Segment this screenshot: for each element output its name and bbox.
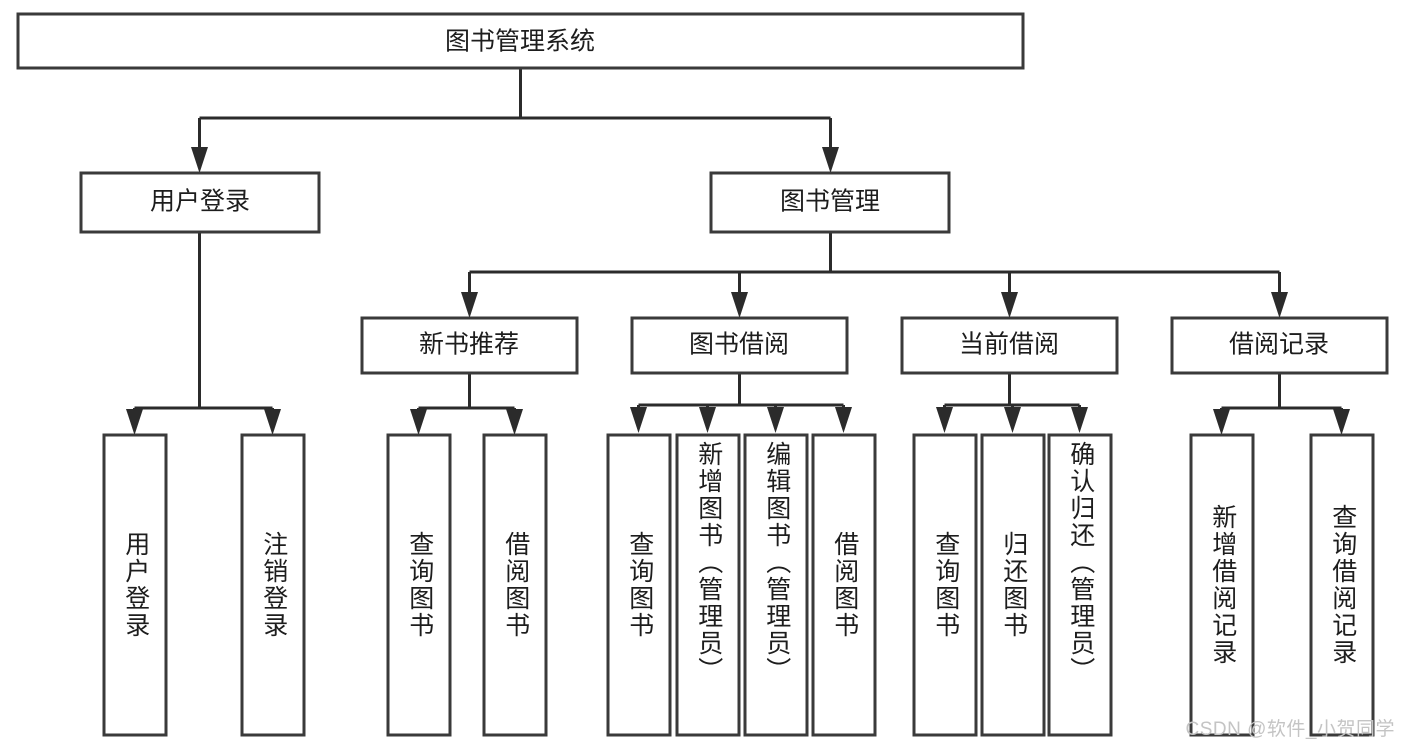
- arrow-cb-to-return-book: [1004, 407, 1021, 433]
- arrow-cb-to-confirm-return: [1071, 407, 1088, 433]
- arrow-bm-to-book-borrow: [731, 292, 748, 318]
- arrow-nbr-to-query-book: [410, 409, 427, 435]
- node-current-borrow-label: 当前借阅: [959, 331, 1059, 359]
- node-leaf-add-book-admin-box[interactable]: [675, 433, 741, 737]
- edge-group-user-login: [126, 232, 281, 435]
- node-root-box[interactable]: [16, 12, 1025, 70]
- arrow-root-to-book-manage: [822, 147, 839, 173]
- node-new-book-rec-label: 新书推荐: [419, 331, 519, 359]
- arrow-bm-to-borrow-record: [1271, 292, 1288, 318]
- node-root-label: 图书管理系统: [445, 28, 595, 56]
- node-user-login-box[interactable]: [79, 171, 321, 234]
- arrow-nbr-to-borrow-book: [506, 409, 523, 435]
- node-book-borrow[interactable]: 图书借阅: [630, 316, 849, 375]
- node-root[interactable]: 图书管理系统: [16, 12, 1025, 70]
- node-leaf-logout-box[interactable]: [240, 433, 306, 737]
- edge-group-borrow-record: [1213, 373, 1350, 435]
- node-book-manage-label: 图书管理: [780, 188, 880, 216]
- arrow-bb-to-add-book: [699, 407, 716, 433]
- node-leaf-return-book-box[interactable]: [980, 433, 1046, 737]
- node-book-manage[interactable]: 图书管理: [709, 171, 951, 234]
- node-leaf-query-book-3-box[interactable]: [912, 433, 978, 737]
- node-leaf-query-book-2-box[interactable]: [606, 433, 672, 737]
- arrow-bm-to-new-book-rec: [461, 292, 478, 318]
- node-new-book-rec-box[interactable]: [360, 316, 579, 375]
- node-leaf-edit-book-admin-box[interactable]: [743, 433, 809, 737]
- arrow-bb-to-borrow-book: [835, 407, 852, 433]
- arrow-bb-to-edit-book: [767, 407, 784, 433]
- node-borrow-record-box[interactable]: [1170, 316, 1389, 375]
- node-book-borrow-box[interactable]: [630, 316, 849, 375]
- node-book-borrow-label: 图书借阅: [689, 331, 789, 359]
- node-leaf-query-book-1-box[interactable]: [386, 433, 452, 737]
- node-user-login-label: 用户登录: [150, 188, 250, 216]
- arrow-cb-to-query-book: [936, 407, 953, 433]
- node-leaf-user-login-box[interactable]: [102, 433, 168, 737]
- node-current-borrow[interactable]: 当前借阅: [900, 316, 1119, 375]
- node-new-book-rec[interactable]: 新书推荐: [360, 316, 579, 375]
- arrow-bm-to-current-borrow: [1001, 292, 1018, 318]
- node-leaf-borrow-book-1-box[interactable]: [482, 433, 548, 737]
- edge-group-new-book-rec: [410, 373, 523, 435]
- node-leaf-confirm-return-box[interactable]: [1047, 433, 1113, 737]
- node-leaf-query-record-box[interactable]: [1309, 433, 1375, 737]
- arrow-bb-to-query-book: [630, 407, 647, 433]
- node-leaf-add-record-box[interactable]: [1189, 433, 1255, 737]
- edge-group-current-borrow: [936, 373, 1088, 433]
- edge-group-book-manage: [461, 232, 1288, 318]
- node-borrow-record-label: 借阅记录: [1229, 331, 1329, 359]
- node-leaf-borrow-book-2-box[interactable]: [811, 433, 877, 737]
- csdn-watermark: CSDN @软件_小贺同学: [1185, 719, 1395, 740]
- arrow-root-to-user-login: [191, 147, 208, 173]
- node-borrow-record[interactable]: 借阅记录: [1170, 316, 1389, 375]
- node-current-borrow-box[interactable]: [900, 316, 1119, 375]
- arrow-br-to-add-record: [1213, 409, 1230, 435]
- arrow-user-login-to-leaf2: [264, 409, 281, 435]
- node-book-manage-box[interactable]: [709, 171, 951, 234]
- arrow-br-to-query-record: [1333, 409, 1350, 435]
- leaf-boxes: [102, 433, 1375, 737]
- edge-group-book-borrow: [630, 373, 852, 433]
- edge-group-root: [191, 68, 839, 173]
- node-user-login[interactable]: 用户登录: [79, 171, 321, 234]
- arrow-user-login-to-leaf1: [126, 409, 143, 435]
